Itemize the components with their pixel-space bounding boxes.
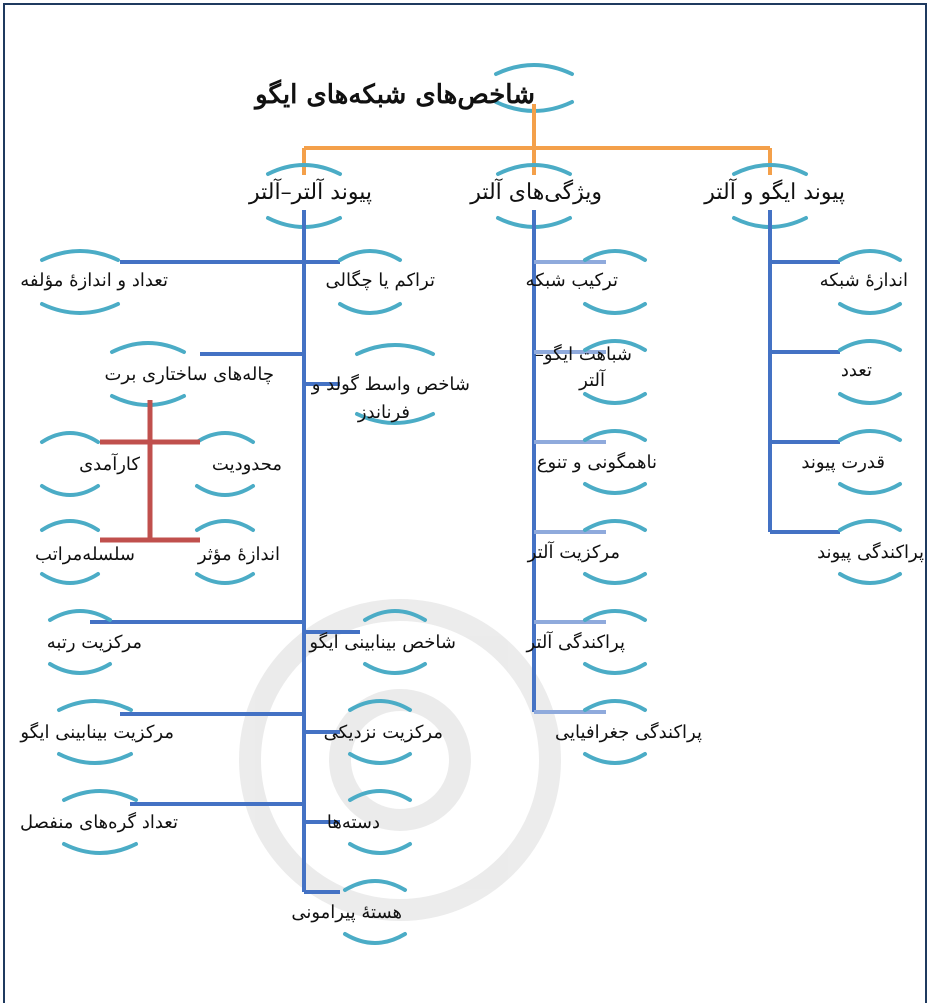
node-alter-dispersion: پراکندگی آلتر — [526, 632, 625, 653]
node-network-size: اندازهٔ شبکه — [819, 270, 908, 291]
node-closeness-centrality: مرکزیت نزدیکی — [323, 722, 443, 743]
node-effective-size: اندازهٔ مؤثر — [197, 544, 280, 565]
arcs-hierarchy — [40, 519, 100, 585]
arcs-cliques — [348, 789, 412, 855]
arcs-isolate — [62, 789, 138, 855]
node-isolate-count: تعداد گره‌های منفصل — [19, 812, 178, 833]
arcs-component — [40, 249, 120, 315]
arcs-closeness — [348, 699, 412, 765]
arcs-ego-alter-2 — [838, 429, 902, 495]
node-multiplicity: تعدد — [840, 360, 872, 381]
node-tie-strength: قدرت پیوند — [801, 452, 885, 473]
node-cliques: دسته‌ها — [326, 812, 380, 833]
category-ego-alter-tie: پیوند ایگو و آلتر — [704, 180, 845, 205]
arcs-ego-alter-1 — [838, 339, 902, 405]
arcs-gould — [355, 343, 435, 425]
arcs-effective-size — [195, 519, 255, 585]
arcs-core — [343, 879, 407, 945]
arcs-ego-betweenness-centrality — [57, 699, 133, 765]
node-constraint: محدودیت — [211, 454, 282, 475]
arcs-degree — [48, 609, 112, 675]
arcs-alter-attr-3 — [583, 519, 647, 585]
node-degree-centrality: مرکزیت رتبه — [46, 632, 142, 653]
diagram-frame — [3, 3, 927, 1003]
arcs-alter-attr-0 — [583, 249, 647, 315]
arcs-density — [338, 249, 402, 315]
root-title: شاخص‌های شبکه‌های ایگو — [255, 80, 535, 110]
node-ego-betweenness-centrality: مرکزیت بینابینی ایگو — [20, 722, 174, 743]
node-hierarchy: سلسله‌مراتب — [35, 544, 135, 565]
node-ego-alter-similarity: شباهت ایگو– — [534, 344, 632, 365]
arcs-alter-attr-1 — [583, 339, 647, 405]
node-component-count-size: تعداد و اندازهٔ مؤلفه — [20, 270, 168, 291]
node-gould-fernandez: شاخص واسط گولد و — [311, 374, 470, 395]
arcs-ego-alter-3 — [838, 519, 902, 585]
arcs-ego-alter-0 — [838, 249, 902, 315]
category-alter-alter-tie: پیوند آلتر–آلتر — [249, 180, 372, 205]
arcs-alter-attr-5 — [583, 699, 647, 765]
arcs-alter-attr-2 — [583, 429, 647, 495]
node-heterogeneity: ناهمگونی و تنوع — [536, 452, 657, 473]
node-density: تراکم یا چگالی — [325, 270, 435, 291]
node-network-composition: ترکیب شبکه — [525, 270, 618, 291]
node-geographic-dispersion: پراکندگی جغرافیایی — [555, 722, 702, 743]
arcs-alter-attr-4 — [583, 609, 647, 675]
node-ego-betweenness-index: شاخص بینابینی ایگو — [309, 632, 456, 653]
node-gould-fernandez-line2: فرناندز — [357, 402, 410, 423]
node-tie-dispersion: پراکندگی پیوند — [817, 542, 924, 563]
node-ego-alter-similarity-line2: آلتر — [579, 370, 605, 391]
category-alter-attributes: ویژگی‌های آلتر — [470, 180, 602, 205]
arcs-constraint — [195, 431, 255, 497]
arcs-efficiency — [40, 431, 100, 497]
node-burt-structural-holes: چاله‌های ساختاری برت — [104, 364, 274, 385]
arcs-ego-betweenness-index — [363, 609, 427, 675]
node-alter-centrality: مرکزیت آلتر — [527, 542, 620, 563]
node-efficiency: کارآمدی — [79, 454, 140, 475]
node-core-periphery: هستهٔ پیرامونی — [291, 902, 402, 923]
